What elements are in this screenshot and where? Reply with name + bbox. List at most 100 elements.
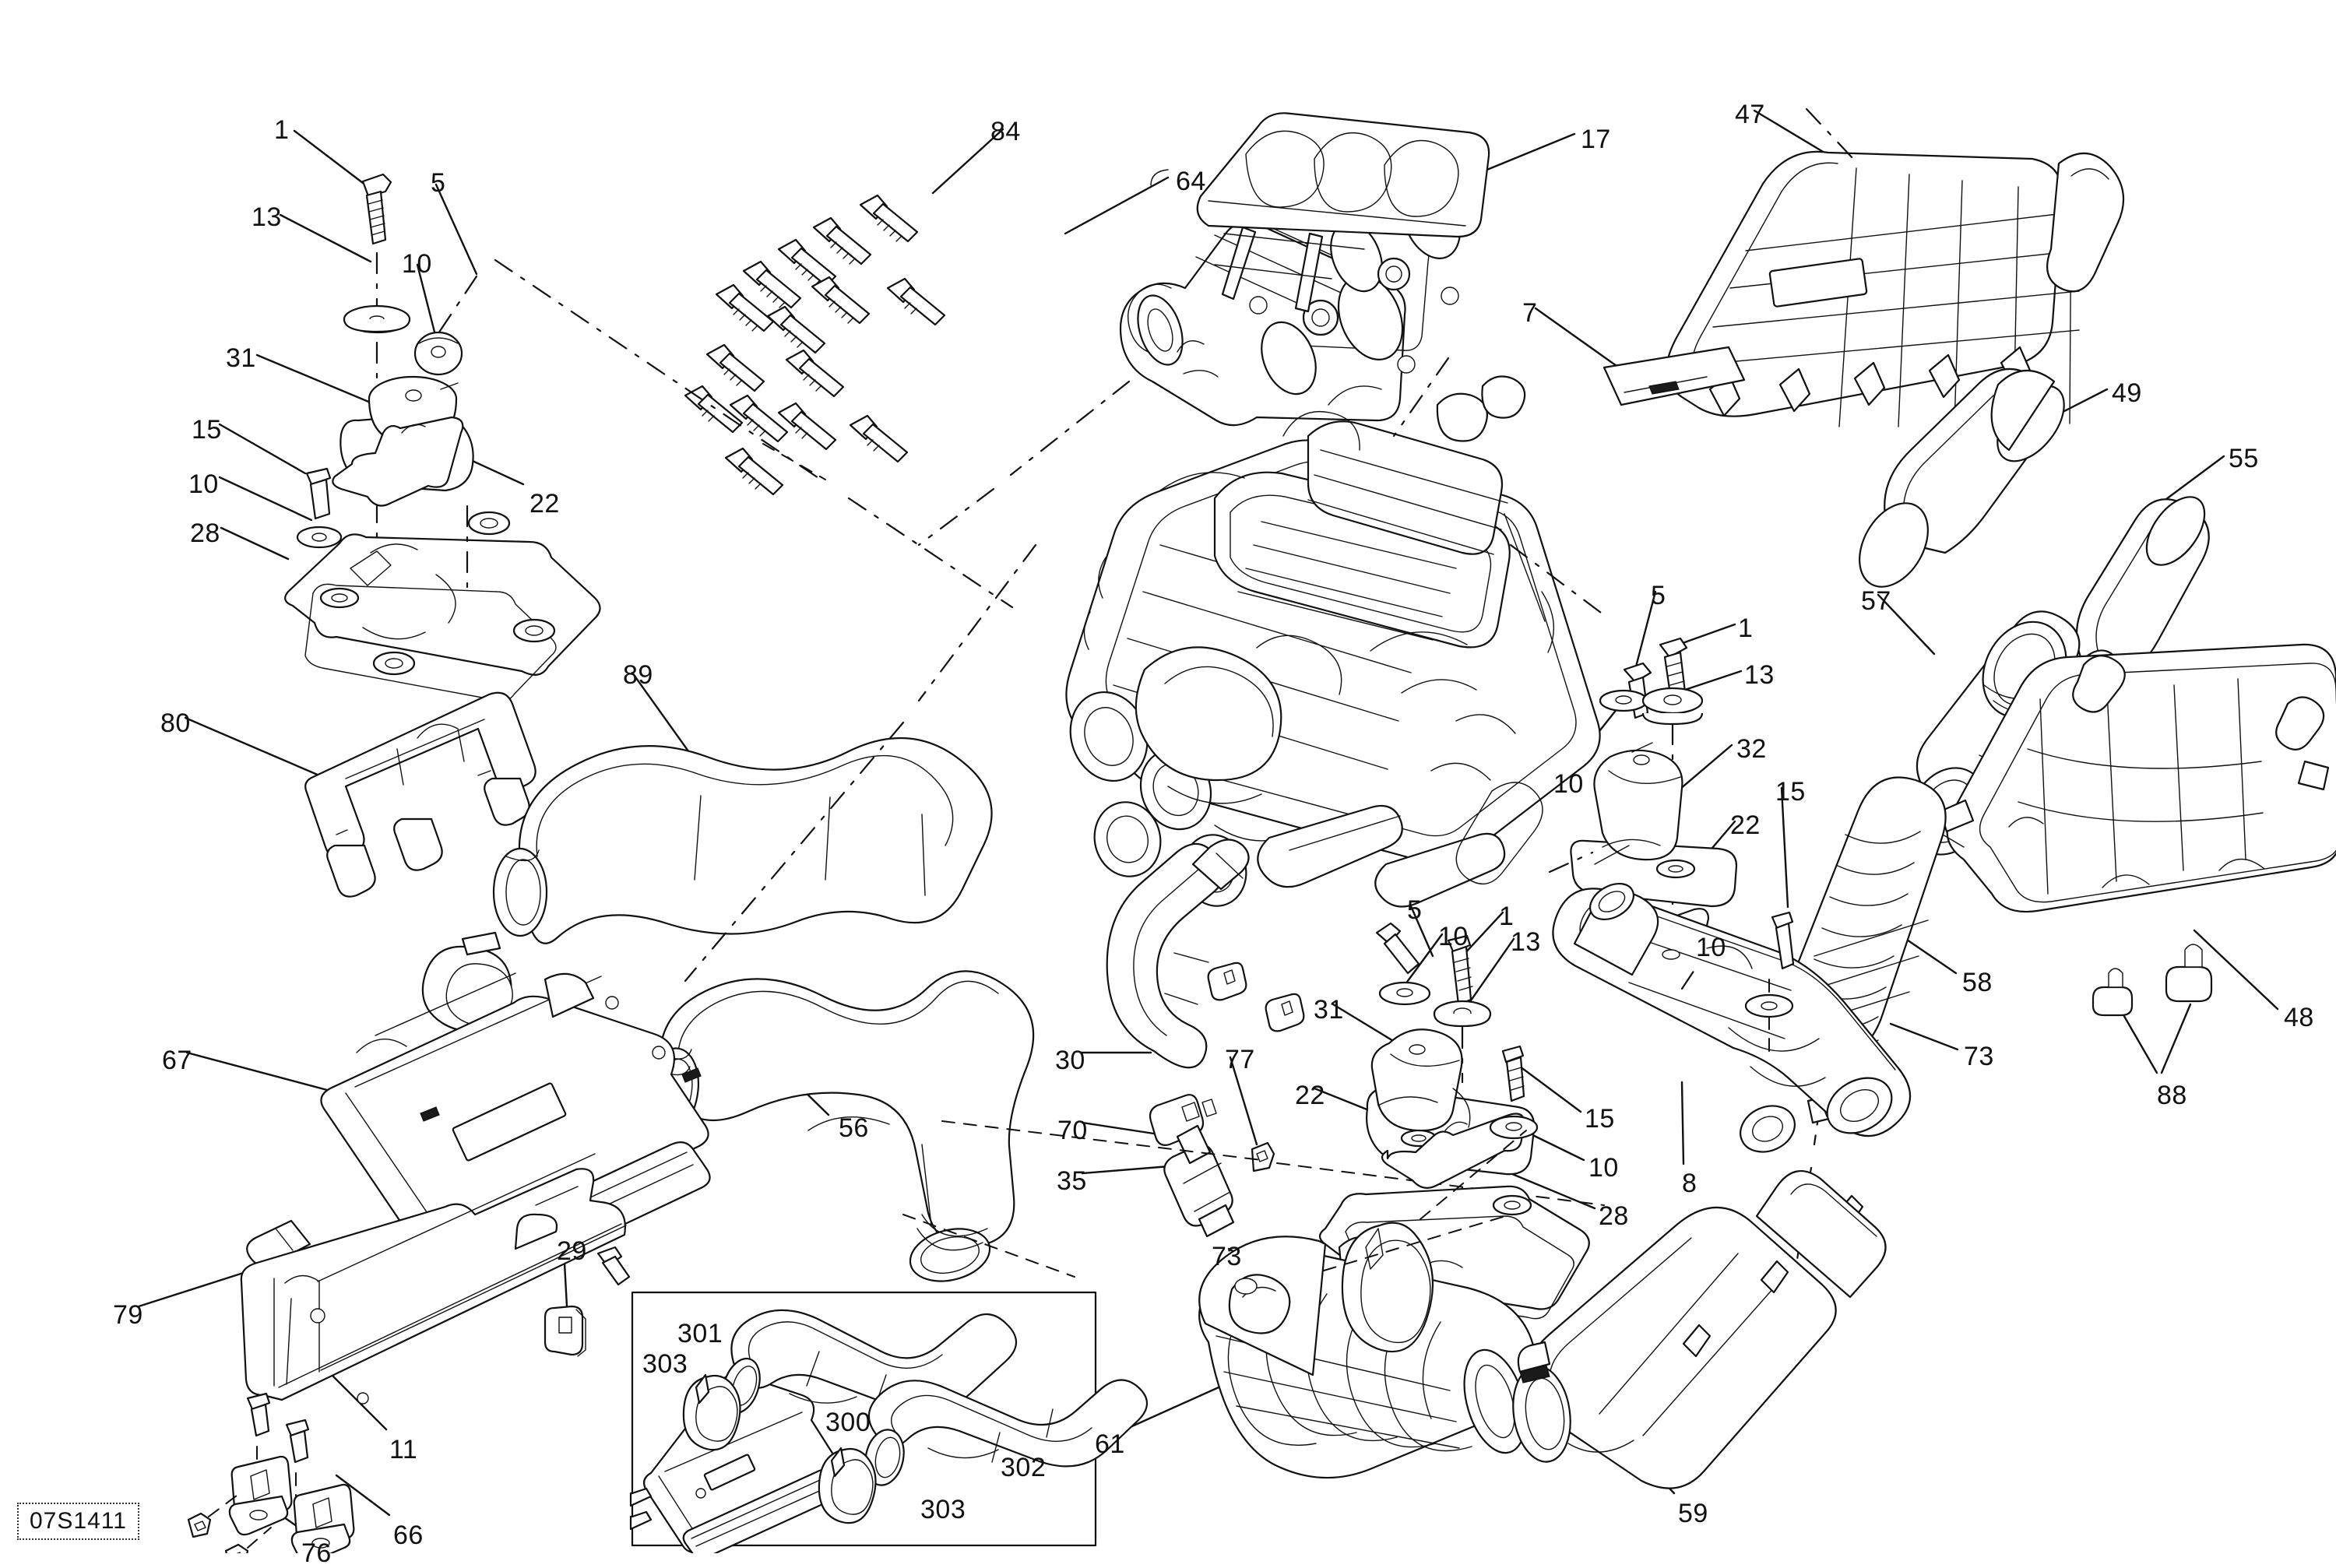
- washer-10b: [296, 526, 343, 549]
- hose-clamp-left: [421, 931, 513, 1032]
- callout-7: 7: [1522, 298, 1538, 328]
- grommet-88a: [2091, 968, 2134, 1017]
- bolt-1: [361, 173, 392, 245]
- manifold-bolts-84: [684, 194, 946, 496]
- bolt-arm: [1771, 911, 1795, 970]
- callout-15: 15: [1585, 1104, 1615, 1134]
- engine-assembly: [1065, 375, 1601, 908]
- air-intake-scoop-17: [1196, 112, 1490, 313]
- suspension-arm-8: [1552, 882, 1912, 1153]
- callout-30: 30: [1055, 1046, 1085, 1075]
- callout-17: 17: [1581, 125, 1611, 154]
- callout-303: 303: [920, 1495, 966, 1524]
- bolt-5-lower: [1375, 922, 1420, 975]
- bolt-15-lower: [1501, 1045, 1525, 1102]
- callout-1: 1: [1738, 613, 1754, 643]
- air-box-cover-47: [1666, 107, 2125, 427]
- sensor-35: [1163, 1124, 1235, 1238]
- clamp-303b: [818, 1447, 877, 1524]
- callout-1: 1: [1499, 902, 1515, 931]
- callout-79: 79: [113, 1300, 143, 1330]
- heat-shield-22: [332, 416, 464, 507]
- mount-bracket-66b: [290, 1483, 355, 1553]
- assembly-phantom-lines: [494, 258, 1699, 1278]
- callout-56: 56: [839, 1113, 869, 1143]
- callout-57: 57: [1861, 586, 1891, 616]
- callout-10: 10: [1438, 922, 1469, 951]
- callout-13: 13: [1744, 660, 1775, 690]
- callout-1: 1: [274, 115, 290, 145]
- callout-5: 5: [431, 168, 446, 198]
- nut-76a: [187, 1512, 212, 1538]
- callout-303: 303: [642, 1349, 688, 1379]
- breather-hose-30: [941, 838, 1605, 1238]
- callout-5: 5: [1651, 581, 1666, 610]
- callout-55: 55: [2229, 444, 2259, 473]
- callout-28: 28: [1599, 1201, 1629, 1231]
- callout-31: 31: [226, 343, 256, 373]
- clamp-303a: [682, 1373, 741, 1451]
- callout-76: 76: [301, 1538, 332, 1568]
- callout-59: 59: [1678, 1499, 1708, 1528]
- heat-shield-cover-79: [187, 1153, 631, 1553]
- callout-10: 10: [402, 249, 432, 279]
- screw-29b: [596, 1246, 631, 1286]
- callout-22: 22: [1295, 1081, 1325, 1110]
- callout-32: 32: [1736, 734, 1767, 764]
- callout-66: 66: [393, 1521, 424, 1550]
- intake-hose-89: [421, 737, 993, 1032]
- callout-47: 47: [1735, 100, 1765, 129]
- bolt-15: [305, 467, 332, 520]
- air-filter-element-7: [1602, 346, 1746, 406]
- callout-13: 13: [252, 202, 282, 232]
- callout-84: 84: [990, 117, 1021, 146]
- engine-mount-bracket-28: [284, 511, 601, 702]
- rubber-mount-32: [1570, 742, 1738, 908]
- washer-10: [413, 331, 463, 376]
- air-intake-bellow-61: [1198, 1130, 1537, 1479]
- callout-61: 61: [1095, 1429, 1125, 1459]
- clip-29: [544, 1305, 586, 1357]
- callout-77: 77: [1225, 1045, 1255, 1074]
- air-box-base-48: [1929, 643, 2336, 1017]
- callout-22: 22: [1730, 810, 1761, 840]
- callout-88: 88: [2157, 1081, 2187, 1110]
- callout-48: 48: [2284, 1003, 2314, 1032]
- callout-15: 15: [1775, 777, 1806, 807]
- inset-intercooler-kit: [629, 1291, 1149, 1553]
- nut-76b: [224, 1543, 249, 1553]
- clip-small: [1265, 993, 1305, 1032]
- callout-58: 58: [1962, 968, 1993, 997]
- clip-small-2: [1207, 962, 1247, 1001]
- mount-bracket-66a: [228, 1455, 293, 1536]
- callout-73: 73: [1964, 1042, 1994, 1071]
- callout-49: 49: [2112, 378, 2142, 408]
- callout-29: 29: [557, 1236, 587, 1266]
- callout-10: 10: [1696, 933, 1726, 962]
- callout-10: 10: [1553, 769, 1584, 799]
- callout-5: 5: [1407, 895, 1423, 925]
- washer-13: [343, 304, 411, 334]
- callout-15: 15: [192, 415, 222, 445]
- grommet-88b: [2165, 944, 2213, 1003]
- callout-70: 70: [1057, 1116, 1088, 1145]
- bolt-1-lower: [1447, 934, 1473, 1006]
- callout-64: 64: [1176, 167, 1206, 196]
- callout-10: 10: [1588, 1153, 1619, 1183]
- clip-77: [1251, 1141, 1275, 1172]
- bolt-11b: [285, 1419, 310, 1464]
- callout-73: 73: [1212, 1242, 1242, 1271]
- engine-mount-assembly-left: [284, 173, 601, 702]
- air-duct-49: [1859, 367, 2065, 588]
- callout-13: 13: [1511, 927, 1541, 957]
- seal-ring-73: [1341, 1222, 1434, 1353]
- callout-10: 10: [188, 469, 219, 499]
- diagram-id-badge: 07S1411: [17, 1503, 139, 1540]
- callout-301: 301: [677, 1319, 723, 1348]
- air-duct-59: [1512, 1170, 1887, 1489]
- bolt-11a: [246, 1392, 271, 1437]
- callout-67: 67: [162, 1046, 192, 1075]
- callout-89: 89: [623, 660, 653, 690]
